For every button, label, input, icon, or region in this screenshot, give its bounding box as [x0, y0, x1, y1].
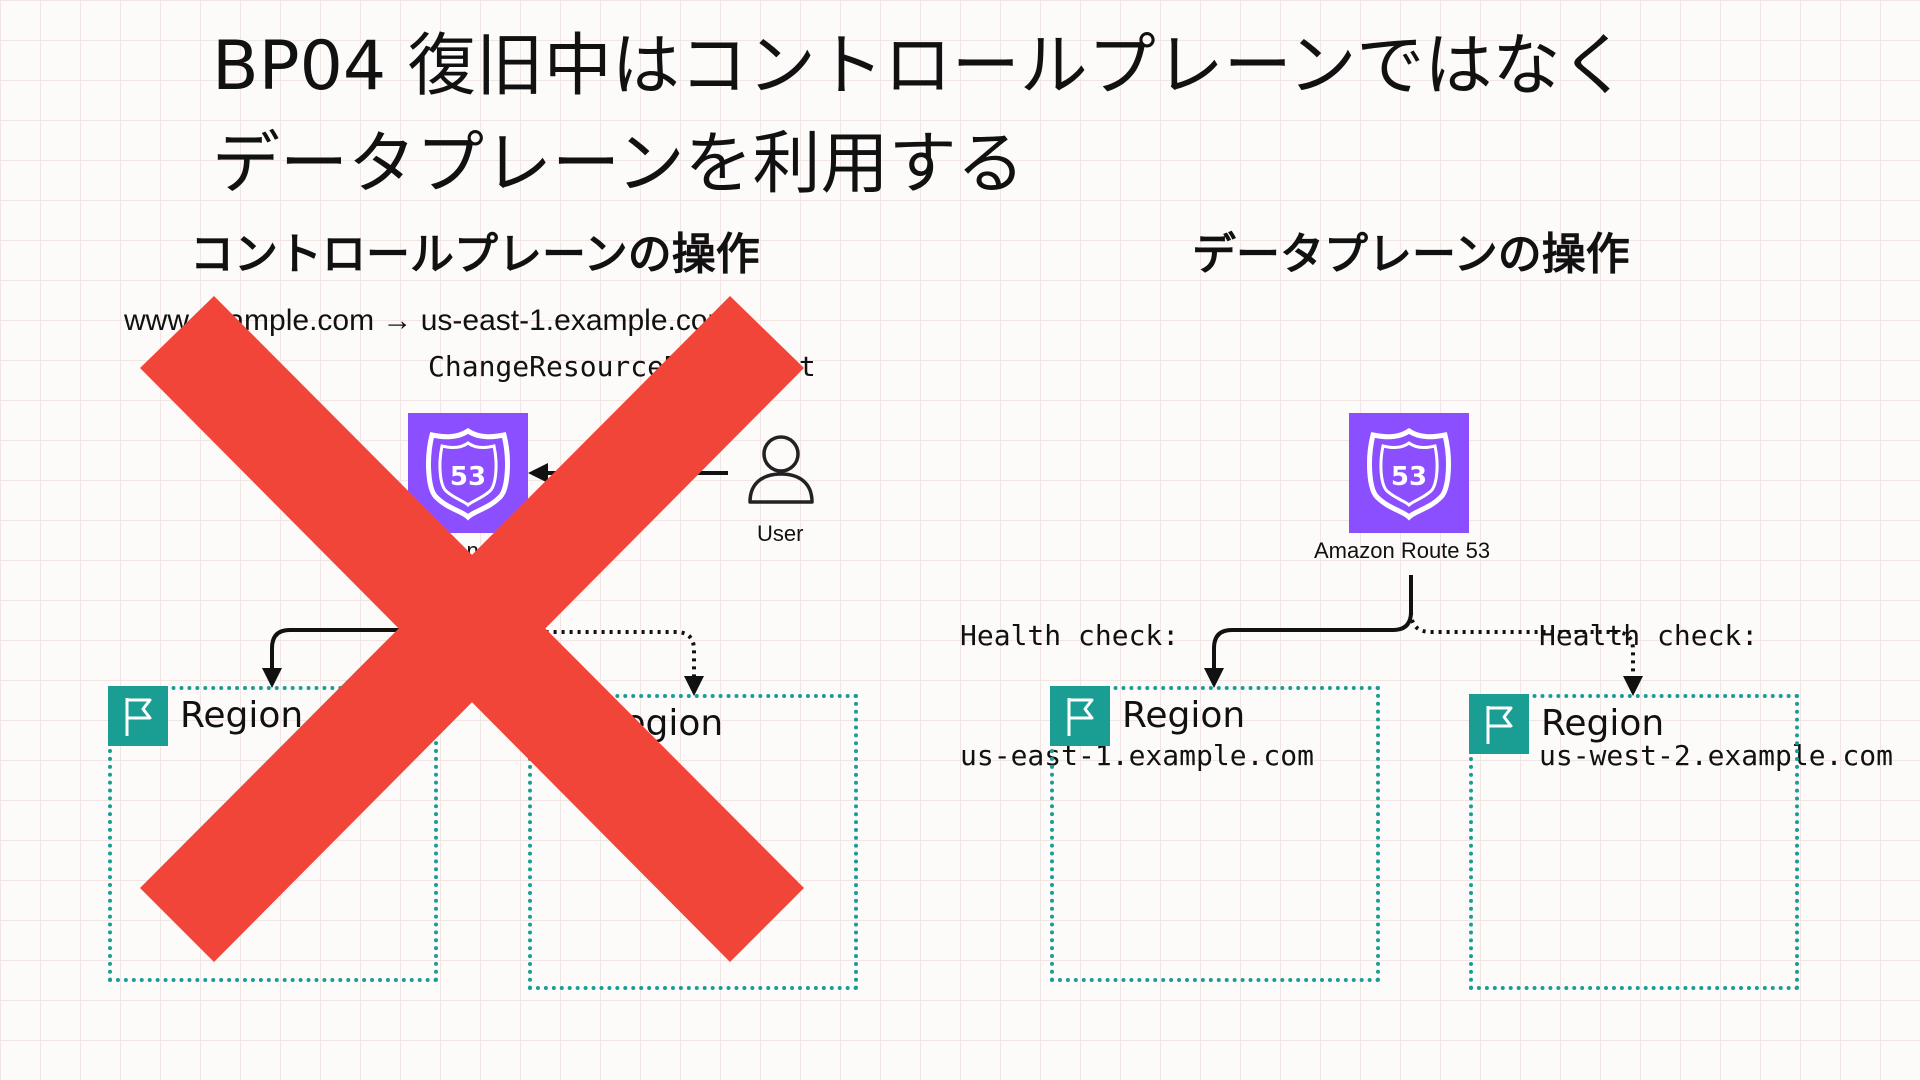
user-label: User — [757, 521, 804, 546]
flag-icon — [108, 686, 168, 746]
flag-icon — [1050, 686, 1110, 746]
route53-label: Amazon Route 53 — [398, 538, 575, 563]
route53-icon: 53 — [408, 413, 528, 533]
health-check-us-east-1: Health check: us-east-1.example.com — [960, 536, 1314, 816]
title-line-2: データプレーンを利用する — [212, 125, 1025, 204]
route53-label: Amazon Route 53 — [1314, 538, 1491, 563]
flag-icon — [1469, 694, 1529, 754]
dns-mapping-text: www.example.com → us-east-1.example.com — [124, 304, 733, 337]
route53-icon: 53 — [1349, 413, 1469, 533]
user-icon — [744, 432, 818, 506]
region-box — [1050, 686, 1380, 982]
active-route-arrow — [262, 555, 472, 688]
region-label: Region — [600, 703, 724, 744]
region-label: Region — [1541, 703, 1665, 744]
title-line-1: BP04 復旧中はコントロールプレーンではなく — [212, 27, 1629, 106]
api-call-text: ChangeResourceRecordSet — [428, 350, 816, 383]
data-plane-heading: データプレーンの操作 — [1192, 229, 1630, 280]
health-check-label: Health check: — [1539, 619, 1759, 652]
route53-badge-text: 53 — [450, 462, 486, 492]
region-label: Region — [180, 695, 304, 736]
region-box — [1469, 694, 1799, 990]
health-check-host: us-east-1.example.com — [960, 739, 1315, 772]
flag-icon — [528, 694, 588, 754]
health-check-label: Health check: — [960, 619, 1180, 652]
health-check-host: us-west-2.example.com — [1539, 739, 1894, 772]
route53-badge-text: 53 — [1391, 462, 1427, 492]
page-title: BP04 復旧中はコントロールプレーンではなく データプレーンを利用する — [212, 18, 1862, 214]
control-plane-heading: コントロールプレーンの操作 — [190, 229, 760, 280]
standby-route-arrow — [468, 611, 704, 696]
region-label: Region — [1122, 695, 1246, 736]
